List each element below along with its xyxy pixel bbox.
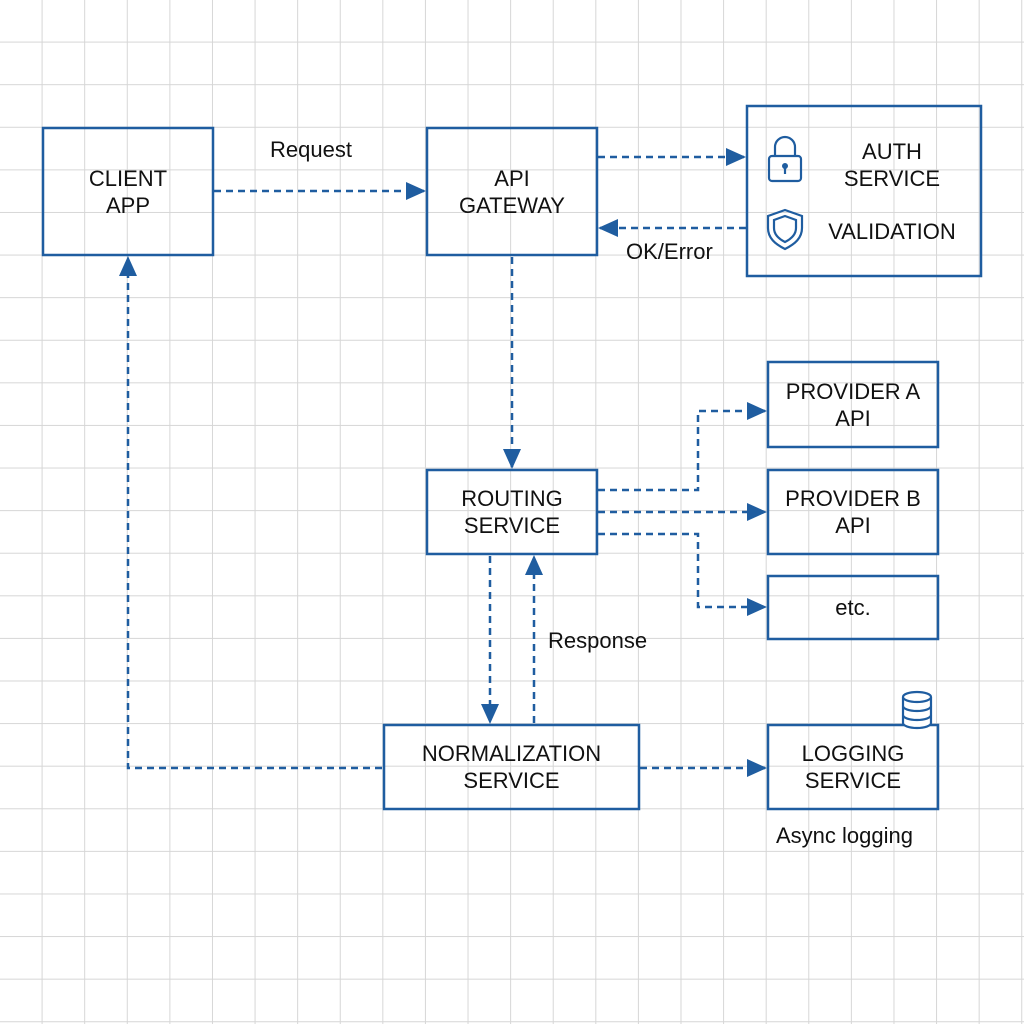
api-gateway-label: API GATEWAY [427, 128, 597, 255]
client-app-line2: APP [105, 192, 151, 218]
provider-a-line1: PROVIDER A [785, 378, 921, 404]
logging-service-label: LOGGING SERVICE [768, 725, 938, 809]
etc-box [766, 574, 940, 641]
database-icon [901, 690, 933, 730]
provider-b-line1: PROVIDER B [785, 486, 921, 511]
auth-service-line1: AUTH [862, 139, 922, 164]
logging-service-line2: SERVICE [804, 768, 902, 793]
client-app-box [41, 126, 215, 257]
edge-routing-to-provider-a [598, 402, 767, 492]
ok-error-label: OK/Error [626, 239, 713, 264]
routing-service-line2: SERVICE [463, 513, 561, 538]
client-app-line1: CLIENT [88, 165, 168, 191]
normalization-service-line1: NORMALIZATION [421, 741, 602, 766]
edge-routing-to-etc [598, 532, 767, 616]
auth-service-line2: SERVICE [843, 166, 941, 191]
provider-a-label: PROVIDER A API [768, 362, 938, 447]
normalization-service-box [382, 723, 641, 811]
routing-service-box [425, 468, 599, 556]
provider-a-box [766, 360, 940, 449]
api-gateway-line1: API [494, 165, 530, 191]
etc-label: etc. [768, 576, 938, 639]
edge-normalization-to-client [119, 256, 382, 770]
etc-text: etc. [835, 595, 871, 620]
provider-b-label: PROVIDER B API [768, 470, 938, 554]
validation-label: VALIDATION [812, 216, 972, 246]
logging-service-box [766, 723, 940, 811]
api-gateway-box [425, 126, 599, 257]
routing-service-line1: ROUTING [461, 486, 563, 511]
async-logging-label: Async logging [776, 823, 913, 848]
validation-text: VALIDATION [828, 218, 956, 244]
routing-service-label: ROUTING SERVICE [427, 470, 597, 554]
api-gateway-line2: GATEWAY [459, 192, 565, 218]
auth-service-box [745, 104, 983, 278]
logging-service-line1: LOGGING [801, 741, 905, 766]
shield-icon [766, 208, 804, 251]
normalization-service-line2: SERVICE [463, 768, 560, 793]
client-app-label: CLIENT APP [43, 128, 213, 255]
provider-b-box [766, 468, 940, 556]
provider-a-line2: API [835, 405, 871, 431]
normalization-service-label: NORMALIZATION SERVICE [384, 725, 639, 809]
response-label: Response [548, 628, 648, 653]
request-label: Request [270, 137, 352, 162]
auth-service-label: AUTH SERVICE [812, 136, 972, 194]
provider-b-line2: API [835, 513, 871, 538]
lock-icon [767, 135, 803, 183]
